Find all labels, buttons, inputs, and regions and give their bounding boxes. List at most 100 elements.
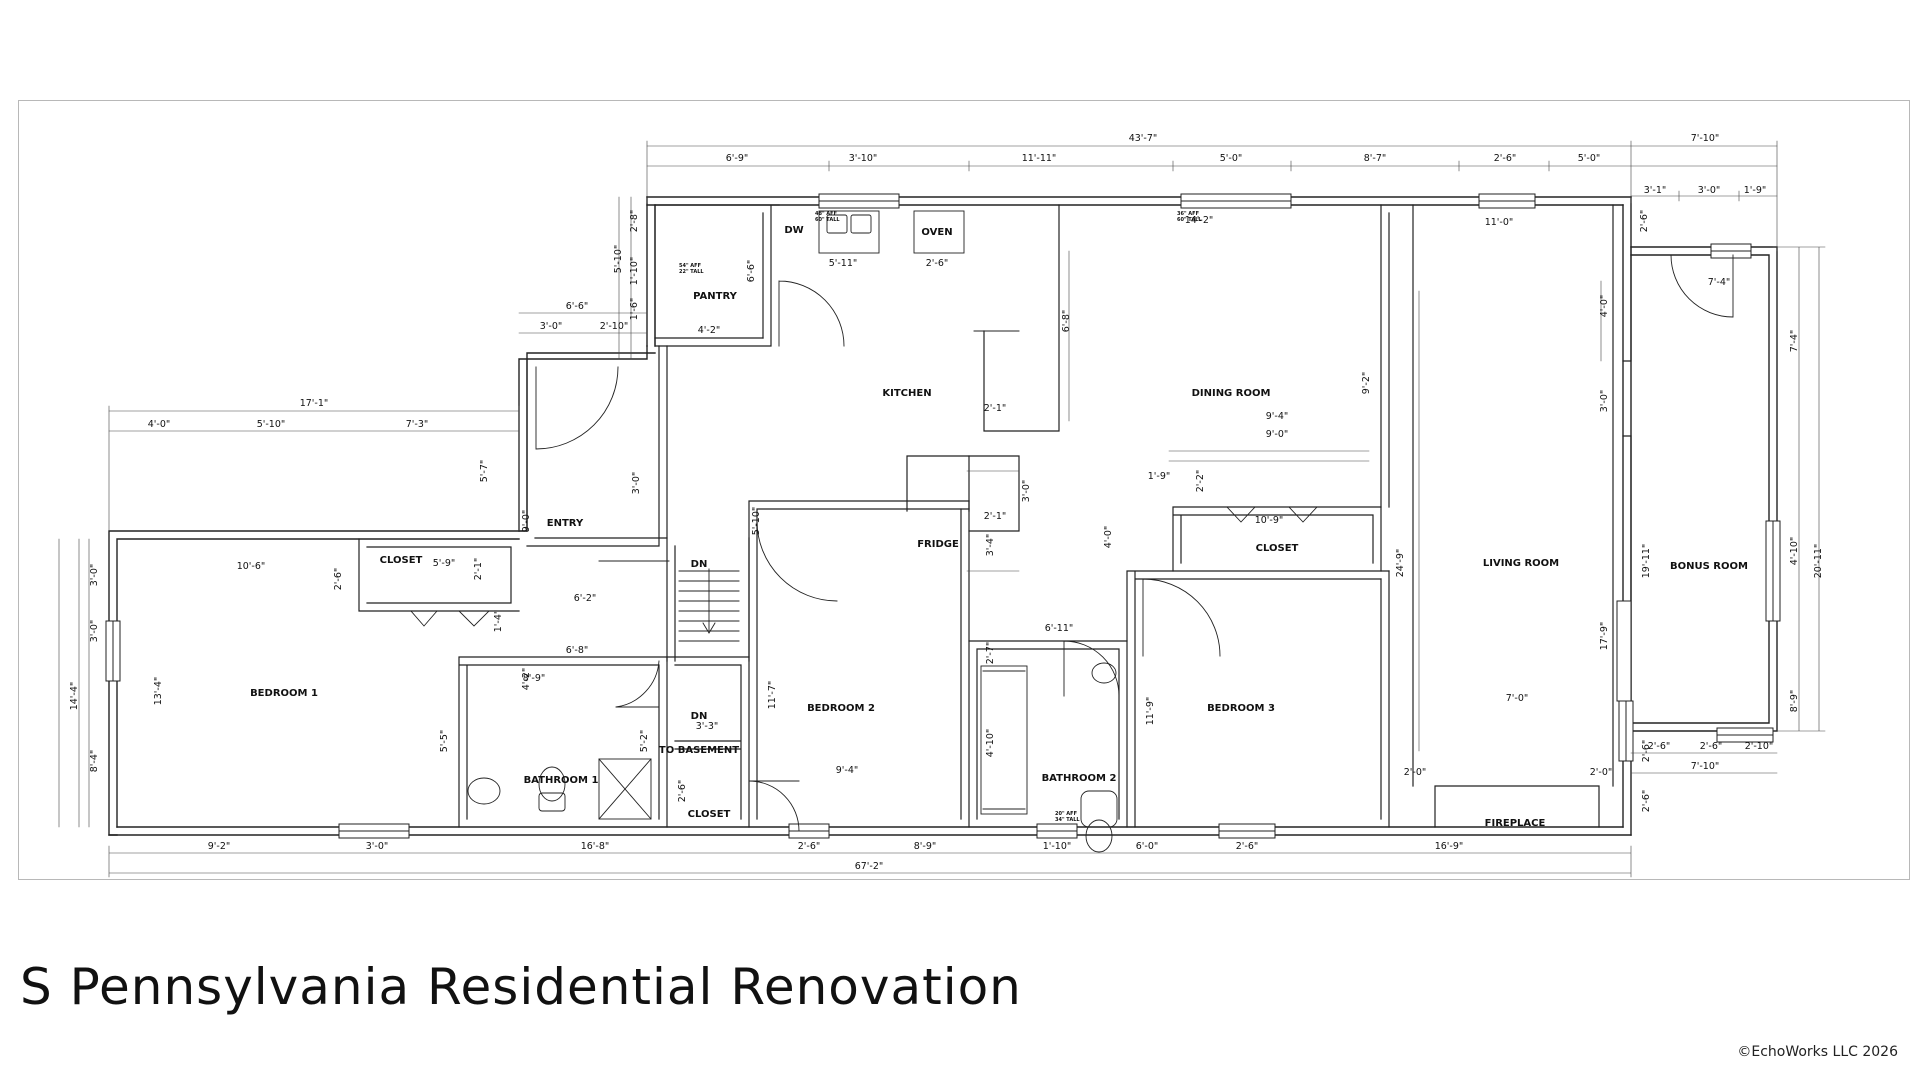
dim-bed3-10-9: 10'-9" <box>1255 515 1284 526</box>
dim-bonus-3: 1'-9" <box>1744 185 1767 196</box>
dim-overall-top: 43'-7" <box>1129 133 1158 144</box>
dim-closet3-9-4: 9'-4" <box>1266 411 1289 422</box>
page-title: S Pennsylvania Residential Renovation <box>20 958 1022 1016</box>
dim-bonus-2-6-v: 2'-6" <box>1641 790 1652 813</box>
dim-closet3-2-2: 2'-2" <box>1195 470 1206 493</box>
label-stair-down: DN <box>691 559 708 570</box>
dim-bonus-bottom-2: 2'-6" <box>1700 741 1723 752</box>
dim-bed2-9-4: 9'-4" <box>836 765 859 776</box>
dim-bed1-seg-1: 4'-0" <box>148 419 171 430</box>
dim-top-5: 8'-7" <box>1364 153 1387 164</box>
window-note-4: 60" TALL <box>1177 217 1202 223</box>
dim-top-4: 5'-0" <box>1220 153 1243 164</box>
dim-bed1-seg-3: 7'-3" <box>406 419 429 430</box>
dim-left-1: 3'-0" <box>89 564 100 587</box>
dim-bonus-8-9: 8'-9" <box>1789 690 1800 713</box>
dim-entry-3-0: 3'-0" <box>631 472 642 495</box>
dim-closet3-9-0: 9'-0" <box>1266 429 1289 440</box>
label-basement-stair-down: DN <box>691 711 708 722</box>
room-label-pantry: PANTRY <box>693 291 737 302</box>
room-label-bathroom-1: BATHROOM 1 <box>524 775 599 786</box>
dim-fireplace-right: 2'-0" <box>1590 767 1613 778</box>
floor-plan: BEDROOM 1 CLOSET ENTRY PANTRY KITCHEN DI… <box>58 133 1826 878</box>
dim-top-3: 11'-11" <box>1022 153 1057 164</box>
doors <box>410 254 1734 832</box>
dim-top-1: 6'-9" <box>726 153 749 164</box>
dim-entry-6-2: 6'-2" <box>574 593 597 604</box>
dim-kitchen-6-8: 6'-8" <box>1061 310 1072 333</box>
dim-bath1-5-2: 5'-2" <box>639 730 650 753</box>
dim-entry-2: 2'-10" <box>600 321 629 332</box>
dim-bonus-1: 3'-1" <box>1644 185 1667 196</box>
dim-bed1-inner: 10'-6" <box>237 561 266 572</box>
dim-closet1-depth: 2'-6" <box>333 568 344 591</box>
dim-entry-9-0: 9'-0" <box>521 510 532 533</box>
dim-closet1-b: 1'-4" <box>493 610 504 633</box>
dim-entry-5-7: 5'-7" <box>479 460 490 483</box>
dim-living-4-0: 4'-0" <box>1599 295 1610 318</box>
dim-bottom-3: 16'-8" <box>581 841 610 852</box>
room-label-bedroom-3: BEDROOM 3 <box>1207 703 1275 714</box>
dim-left-2: 3'-0" <box>89 620 100 643</box>
dim-bed2-11-7: 11'-7" <box>767 681 778 710</box>
window-note-2: 60" TALL <box>815 217 840 223</box>
dim-overall-bottom: 67'-2" <box>855 861 884 872</box>
dim-bonus-7-4: 7'-4" <box>1708 277 1731 288</box>
dim-kitchen-5-10: 5'-10" <box>751 507 762 536</box>
room-labels: BEDROOM 1 CLOSET ENTRY PANTRY KITCHEN DI… <box>250 225 1748 829</box>
dim-bonus-bottom-3: 2'-10" <box>1745 741 1774 752</box>
window-note-3: 36" AFF <box>1177 211 1199 217</box>
dim-bonus-19-11: 19'-11" <box>1641 544 1652 579</box>
label-oven: OVEN <box>921 227 952 238</box>
dim-entry-1: 3'-0" <box>540 321 563 332</box>
window-note-6: 22" TALL <box>679 269 704 275</box>
room-label-dining-room: DINING ROOM <box>1192 388 1271 399</box>
dimension-lines <box>58 140 1826 878</box>
label-dishwasher: DW <box>784 225 803 236</box>
fixtures <box>467 210 1118 853</box>
room-label-fridge: FRIDGE <box>917 539 959 550</box>
dim-left-3: 8'-4" <box>89 750 100 773</box>
dim-fireplace-7-0: 7'-0" <box>1506 693 1529 704</box>
dim-entry-top: 6'-6" <box>566 301 589 312</box>
dim-living-17-9: 17'-9" <box>1599 622 1610 651</box>
dim-bath1-8-9: 8'-9" <box>523 673 546 684</box>
dim-fridge-3-4: 3'-4" <box>985 534 996 557</box>
dim-living-24-9: 24'-9" <box>1395 549 1406 578</box>
dim-bottom-5: 8'-9" <box>914 841 937 852</box>
dim-closet3-1-9: 1'-9" <box>1148 471 1171 482</box>
dim-bottom-4: 2'-6" <box>798 841 821 852</box>
room-label-closet-3: CLOSET <box>1256 543 1299 554</box>
dim-bottom-2: 3'-0" <box>366 841 389 852</box>
room-label-bathroom-2: BATHROOM 2 <box>1042 773 1117 784</box>
room-label-bonus-room: BONUS ROOM <box>1670 561 1748 572</box>
room-label-entry: ENTRY <box>547 518 584 529</box>
room-label-bedroom-1: BEDROOM 1 <box>250 688 318 699</box>
dim-top-7: 5'-0" <box>1578 153 1601 164</box>
dim-bath2-2-7: 2'-7" <box>985 642 996 665</box>
dim-bonus-top: 7'-10" <box>1691 133 1720 144</box>
dim-bottom-8: 2'-6" <box>1236 841 1259 852</box>
dim-top-6: 2'-6" <box>1494 153 1517 164</box>
dim-dining-9-2: 9'-2" <box>1361 372 1372 395</box>
dim-kitchen-5-11: 5'-11" <box>829 258 858 269</box>
dim-living-11-0: 11'-0" <box>1485 217 1514 228</box>
copyright-notice: ©EchoWorks LLC 2026 <box>1737 1044 1898 1060</box>
dim-bedroom1-width: 17'-1" <box>300 398 329 409</box>
exterior-walls <box>108 196 1778 836</box>
dim-living-3-0: 3'-0" <box>1599 390 1610 413</box>
dim-bed1-seg-2: 5'-10" <box>257 419 286 430</box>
room-label-living-room: LIVING ROOM <box>1483 558 1559 569</box>
dim-bed1-depth: 13'-4" <box>153 677 164 706</box>
window-note-1: 48" AFF <box>815 211 837 217</box>
room-label-fireplace: FIREPLACE <box>1485 818 1546 829</box>
dim-closet1-width: 5'-9" <box>433 558 456 569</box>
room-label-kitchen: KITCHEN <box>882 388 931 399</box>
dim-bonus-bottom-1: 2'-6" <box>1648 741 1671 752</box>
dim-bottom-9: 16'-9" <box>1435 841 1464 852</box>
room-label-closet-1: CLOSET <box>380 555 423 566</box>
dim-dining-14-2: 14'-2" <box>1185 215 1214 226</box>
dim-bonus-7-4-v: 7'-4" <box>1789 330 1800 353</box>
dim-kitchen-2-6: 2'-6" <box>926 258 949 269</box>
drawing-frame: BEDROOM 1 CLOSET ENTRY PANTRY KITCHEN DI… <box>18 100 1910 880</box>
